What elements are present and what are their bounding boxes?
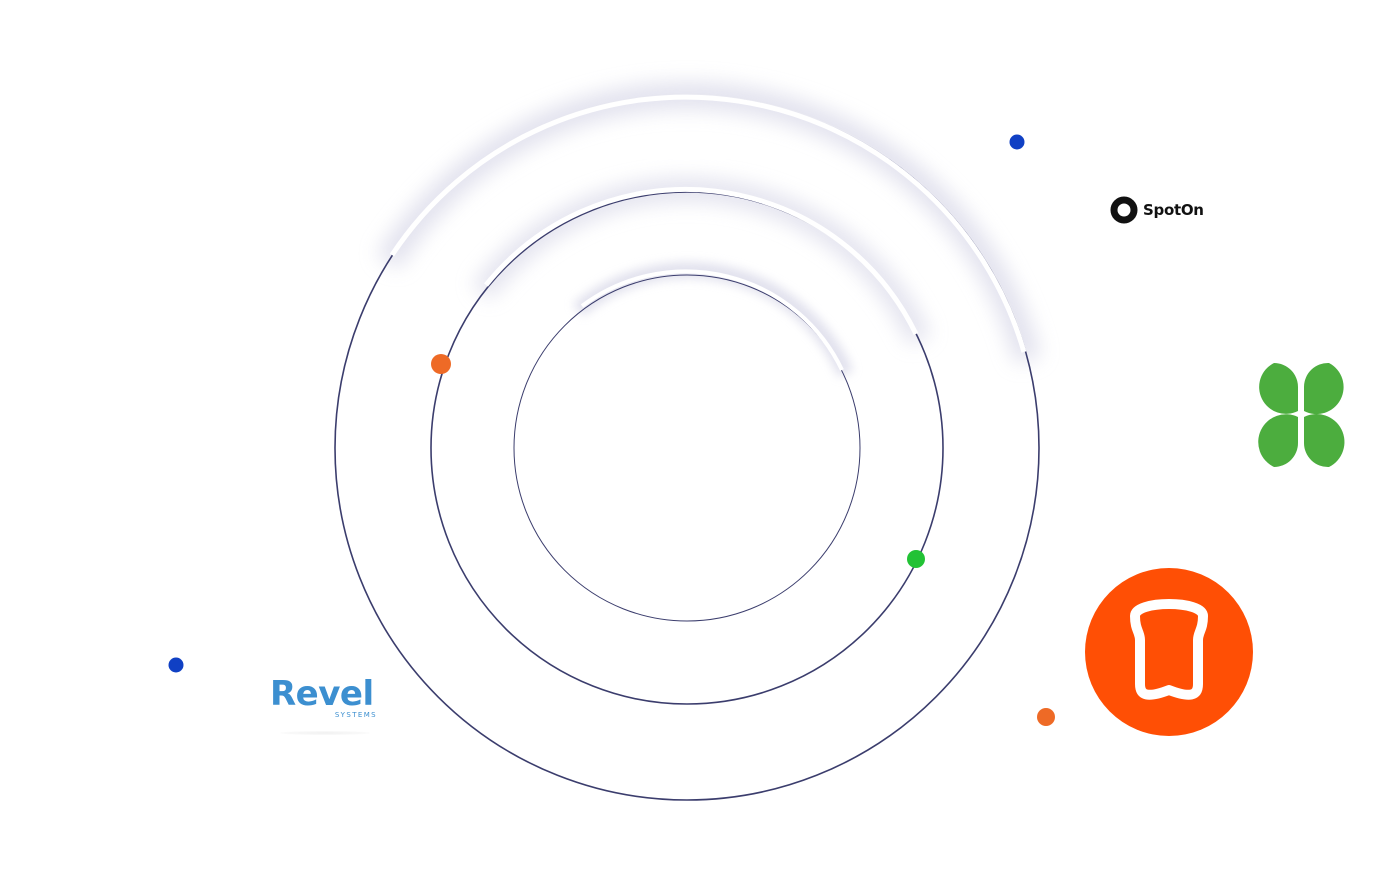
revel-shadow xyxy=(280,731,370,735)
orange-dot xyxy=(1037,708,1055,726)
blue-dot xyxy=(1009,134,1025,150)
blue-dot xyxy=(168,657,184,673)
toast-bread-icon xyxy=(1085,568,1253,736)
ring-icon xyxy=(1110,196,1138,224)
ring-haze xyxy=(376,82,1041,378)
middle-orbit-ring xyxy=(430,191,944,705)
revel-subtitle: SYSTEMS xyxy=(334,711,377,719)
spoton-wordmark: SpotOn xyxy=(1143,201,1204,219)
inner-orbit-ring xyxy=(513,274,861,622)
revel-logo: Revel SYSTEMS xyxy=(266,672,382,738)
clover-icon xyxy=(1258,362,1345,468)
revel-wordmark: Revel xyxy=(270,674,374,714)
spoton-logo: SpotOn xyxy=(1110,196,1204,224)
green-dot xyxy=(907,550,925,568)
orange-dot xyxy=(431,354,451,374)
